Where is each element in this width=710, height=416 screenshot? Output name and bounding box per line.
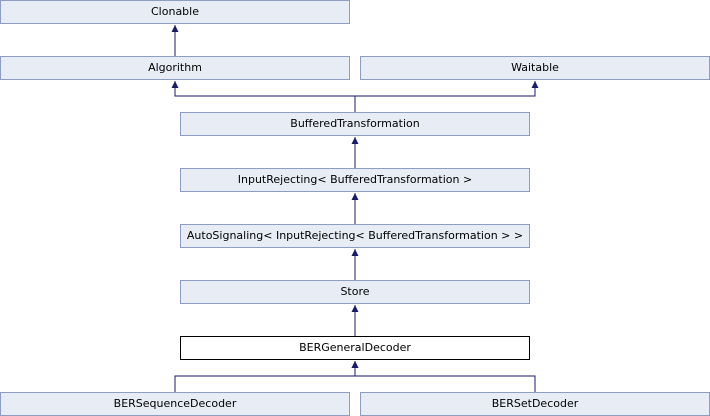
node-clonable[interactable]: Clonable [0,0,350,24]
node-algorithm[interactable]: Algorithm [0,56,350,80]
edge-berset-bergeneral [351,361,536,392]
edge-buffered-waitable [354,81,539,112]
node-auto-signaling[interactable]: AutoSignaling< InputRejecting< BufferedT… [180,224,530,248]
node-buffered-transformation[interactable]: BufferedTransformation [180,112,530,136]
node-ber-set-decoder[interactable]: BERSetDecoder [360,392,710,416]
node-ber-general-decoder: BERGeneralDecoder [180,336,530,360]
node-waitable[interactable]: Waitable [360,56,710,80]
node-store[interactable]: Store [180,280,530,304]
edge-buffered-algorithm [171,81,356,112]
node-input-rejecting[interactable]: InputRejecting< BufferedTransformation > [180,168,530,192]
node-ber-sequence-decoder[interactable]: BERSequenceDecoder [0,392,350,416]
edge-bersequence-bergeneral [174,361,359,392]
